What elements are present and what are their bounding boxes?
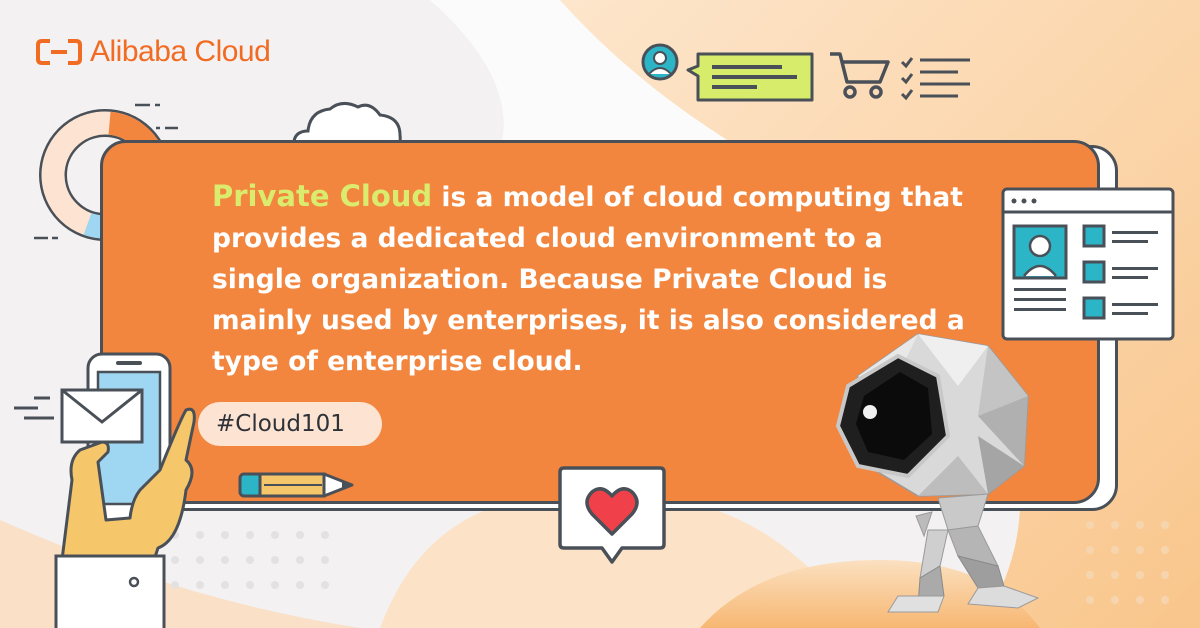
definition-text: Private Cloud is a model of cloud comput… [212, 176, 972, 382]
user-avatar-icon [641, 43, 679, 81]
brand-logo[interactable]: Alibaba Cloud [36, 30, 271, 74]
hashtag-badge[interactable]: #Cloud101 [198, 402, 382, 446]
mobile-phone-icon [14, 352, 196, 628]
heart-bubble-icon [558, 466, 666, 564]
definition-body: is a model of cloud computing that provi… [212, 182, 965, 377]
profile-window-icon [1001, 187, 1175, 341]
alibaba-logo-icon [36, 39, 82, 65]
chat-bubble-icon [686, 52, 814, 102]
robot-mascot-icon [835, 333, 1040, 613]
envelope-icon [60, 388, 144, 444]
pencil-icon [238, 472, 354, 498]
hashtag-label: #Cloud101 [216, 411, 345, 437]
checklist-icon [900, 57, 970, 101]
top-icons [641, 43, 970, 102]
brand-name: Alibaba Cloud [90, 35, 271, 68]
term-highlight: Private Cloud [212, 179, 433, 213]
shopping-cart-icon [830, 52, 890, 99]
